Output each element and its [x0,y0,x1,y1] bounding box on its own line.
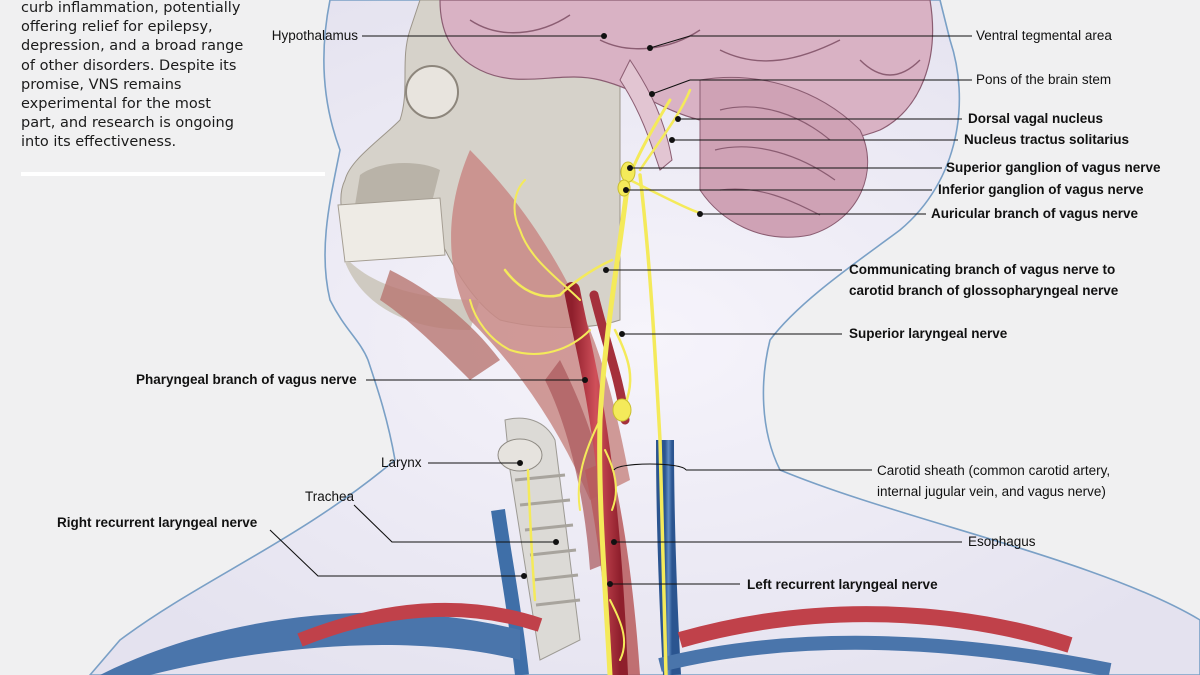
vagus-nerve [469,88,702,675]
label-carotid-sheath-line1: Carotid sheath (common carotid artery, [877,463,1111,478]
blood-vessels [100,282,1112,675]
leader-lines [269,35,972,585]
intro-line: part, and research is ongoing [21,115,234,132]
intro-line: promise, VNS remains [21,76,182,93]
intro-paragraph: curb inflammation, potentially offering … [21,0,321,153]
intro-divider [21,172,325,176]
label-communicating-branch-line2: carotid branch of glossopharyngeal nerve [849,283,1119,298]
label-pons: Pons of the brain stem [976,72,1112,87]
label-esophagus: Esophagus [968,534,1036,549]
intro-line: curb inflammation, potentially [21,0,241,16]
label-nucleus-tractus-solitarius: Nucleus tractus solitarius [964,132,1130,147]
label-inferior-ganglion: Inferior ganglion of vagus nerve [938,182,1144,197]
label-ventral-tegmental-area: Ventral tegmental area [976,28,1112,43]
label-trachea: Trachea [305,489,355,504]
label-superior-ganglion: Superior ganglion of vagus nerve [946,160,1161,175]
label-auricular-branch: Auricular branch of vagus nerve [931,206,1139,221]
label-pharyngeal-branch: Pharyngeal branch of vagus nerve [136,372,357,387]
leader-dots [517,33,703,587]
label-carotid-sheath-line2: internal jugular vein, and vagus nerve) [877,484,1106,499]
label-superior-laryngeal-nerve: Superior laryngeal nerve [849,326,1008,341]
label-larynx: Larynx [381,455,422,470]
label-left-recurrent-laryngeal: Left recurrent laryngeal nerve [747,577,938,592]
intro-line: depression, and a broad range [21,38,244,55]
label-communicating-branch-line1: Communicating branch of vagus nerve to [849,262,1116,277]
label-right-recurrent-laryngeal: Right recurrent laryngeal nerve [57,515,258,530]
intro-line: of other disorders. Despite its [21,57,237,74]
intro-line: offering relief for epilepsy, [21,19,213,36]
intro-line: experimental for the most [21,96,211,113]
label-dorsal-vagal-nucleus: Dorsal vagal nucleus [968,111,1104,126]
label-hypothalamus: Hypothalamus [271,28,358,43]
intro-line: into its effectiveness. [21,134,177,151]
